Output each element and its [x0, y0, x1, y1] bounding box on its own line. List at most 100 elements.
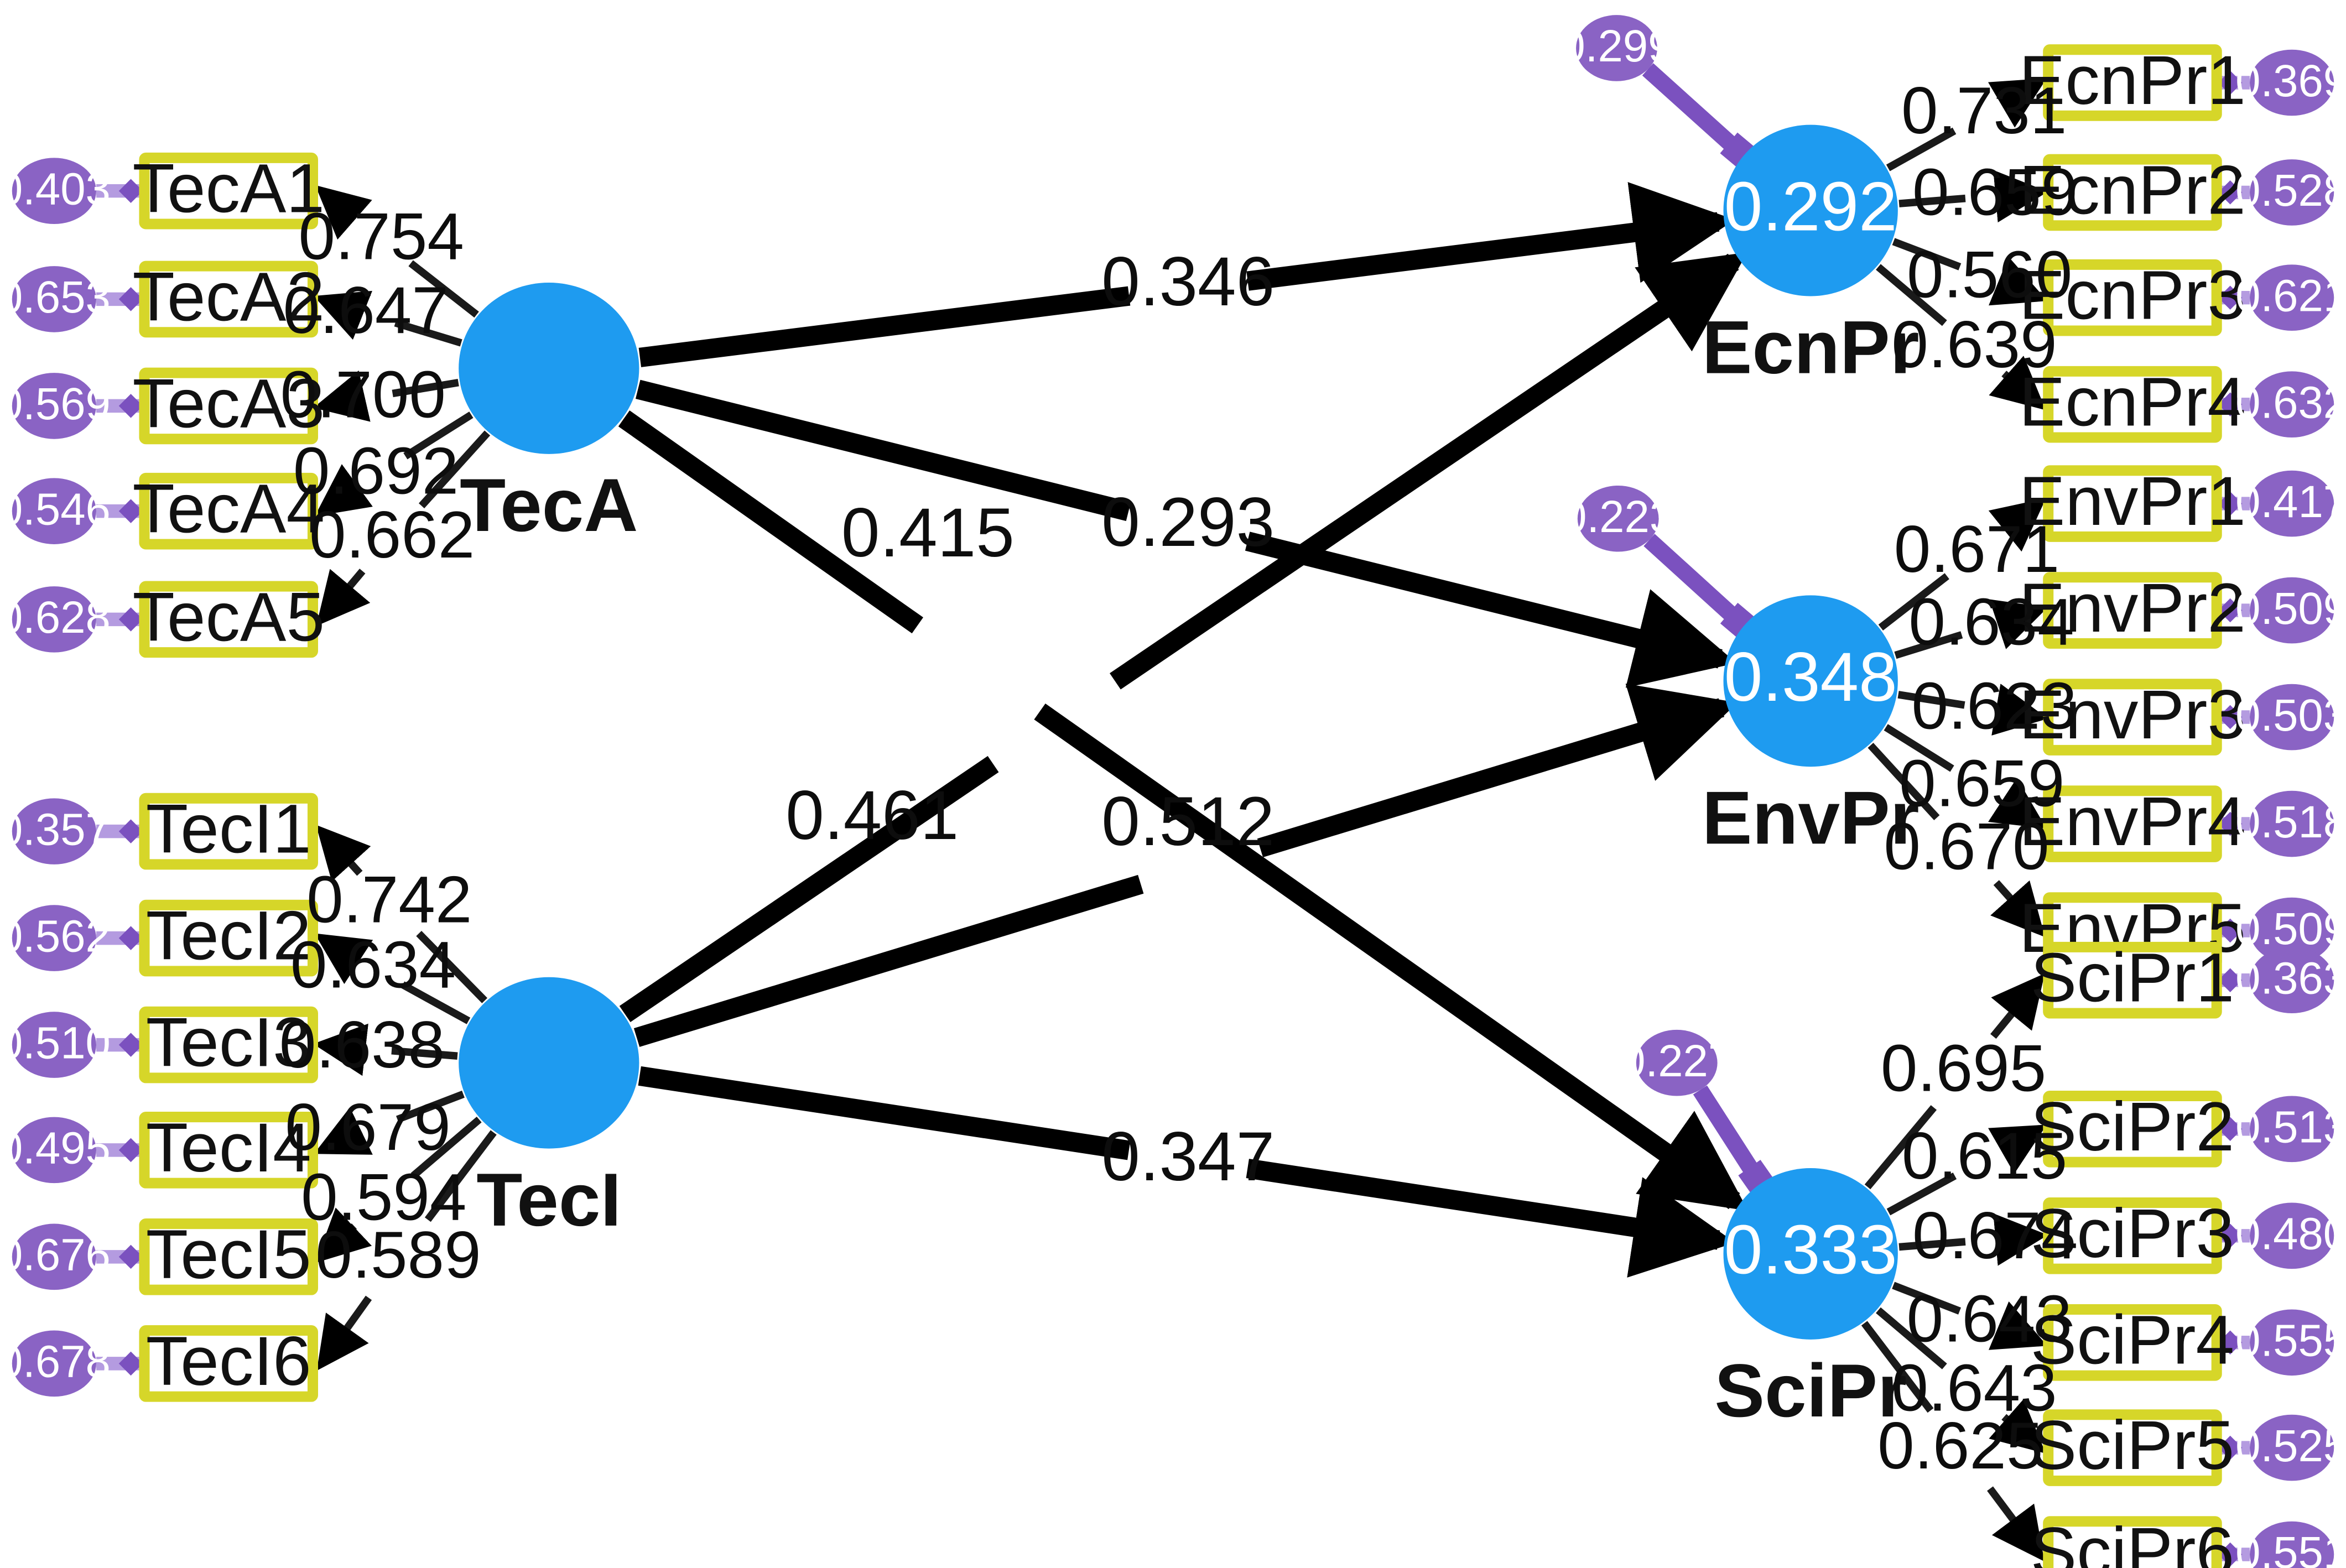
loading-arrow: [1886, 1172, 1957, 1216]
error-diamond-connector: [118, 926, 143, 950]
error-term-value: 0.569: [0, 379, 111, 429]
indicator-box: [139, 1112, 318, 1189]
latent-variable-circle: [459, 283, 639, 454]
error-diamond-connector: [2218, 811, 2243, 836]
error-diamond-connector: [2218, 1117, 2243, 1142]
latent-r-squared: 0.348: [1724, 639, 1897, 716]
latent-r-squared: 0.292: [1724, 168, 1897, 245]
error-term-value: 0.417: [2235, 477, 2346, 527]
loading-arrow: [1988, 1301, 2048, 1350]
error-term-circle: [2250, 470, 2334, 537]
loading-arrow: [1886, 127, 1957, 171]
structural-path-arrow: [638, 286, 1131, 367]
error-circles-layer: 0.4030.6530.5690.5460.6280.3570.5620.510…: [0, 49, 2346, 1568]
error-term-value: 0.678: [0, 1337, 111, 1387]
error-term-circle: [2250, 1202, 2334, 1269]
indicator-box: [139, 1218, 318, 1295]
indicator-label: TecI2: [146, 898, 311, 975]
loading-arrow: [1892, 238, 1962, 270]
error-term-circle: [2250, 1521, 2334, 1568]
loading-arrow: [1988, 1124, 2047, 1174]
indicator-label: TecA5: [132, 579, 325, 655]
structural-coefficient: 0.347: [1101, 1118, 1275, 1195]
loading-coefficient: 0.643: [1891, 1352, 2057, 1425]
loading-coefficient: 0.615: [1902, 1119, 2067, 1193]
structural-path-arrow: [633, 874, 1144, 1047]
error-diamond-connector: [2218, 968, 2243, 992]
loading-coefficient: 0.700: [280, 358, 446, 432]
error-diamond-connector: [2218, 918, 2243, 943]
error-diamond-connector: [2218, 180, 2243, 205]
loading-arrow: [314, 1107, 373, 1155]
disturbance-value: 0.299: [1560, 21, 1673, 71]
loading-coefficient: 0.639: [1891, 308, 2057, 382]
error-term-value: 0.562: [0, 911, 111, 961]
error-diamond-connector: [118, 1351, 143, 1376]
indicator-box: [2043, 1197, 2222, 1274]
loading-coefficient: 0.623: [1912, 670, 2077, 743]
error-term-value: 0.510: [0, 1018, 111, 1068]
coefficient-labels-layer: 0.7540.6470.7000.6920.6620.7420.6340.638…: [279, 74, 2078, 1483]
indicator-label: EnvPr1: [2019, 463, 2246, 540]
loading-arrow: [416, 930, 488, 1003]
error-term-value: 0.495: [0, 1123, 111, 1174]
error-diamond-connector: [118, 819, 143, 843]
error-term-circle: [2250, 371, 2334, 437]
loading-arrow: [1988, 78, 2047, 128]
error-diamond-connector: [118, 1033, 143, 1057]
indicator-box: [2043, 1409, 2222, 1486]
disturbance-value: 0.223: [1562, 492, 1674, 542]
indicator-label: EnvPr3: [2019, 676, 2246, 753]
error-term-circle: [12, 1012, 96, 1078]
indicator-label: SciPr1: [2031, 940, 2234, 1017]
loading-lines-layer: [313, 78, 2048, 1562]
error-diamond-connector: [2218, 705, 2243, 730]
error-diamond-connector: [118, 1244, 143, 1269]
loading-coefficient: 0.589: [315, 1218, 481, 1292]
error-term-circle: [12, 1117, 96, 1184]
loading-coefficient: 0.674: [1912, 1199, 2078, 1273]
indicator-label: EcnPr4: [2019, 364, 2246, 441]
indicator-box: [2043, 1090, 2222, 1168]
error-term-value: 0.628: [0, 592, 111, 643]
error-term-circle: [12, 266, 96, 332]
error-term-circle: [2250, 790, 2334, 857]
error-term-circle: [2250, 1309, 2334, 1376]
loading-coefficient: 0.638: [279, 1008, 445, 1082]
latent-variable-name: EcnPr: [1702, 305, 1920, 389]
error-term-value: 0.357: [0, 804, 111, 855]
loading-coefficient: 0.594: [301, 1161, 466, 1234]
error-term-value: 0.480: [2235, 1209, 2346, 1259]
error-term-value: 0.518: [2235, 797, 2346, 847]
loading-arrow: [1989, 257, 2048, 306]
loading-coefficient: 0.679: [285, 1091, 450, 1164]
loading-arrow: [314, 933, 373, 984]
error-term-circle: [12, 905, 96, 971]
indicator-label: TecA4: [132, 471, 325, 548]
error-diamond-connector: [2218, 70, 2243, 95]
error-term-value: 0.503: [2235, 690, 2346, 741]
disturbance-circle: [1636, 1029, 1718, 1096]
loading-arrow: [1876, 1307, 1947, 1369]
latent-variable-circle: [1723, 1168, 1898, 1340]
structural-path-arrow: [635, 379, 1131, 522]
error-diamond-connector: [118, 607, 143, 632]
loading-coefficient: 0.659: [1912, 156, 2078, 230]
loading-arrow: [1864, 1105, 1937, 1190]
loading-arrow: [1884, 724, 1954, 772]
disturbance-link: [1642, 63, 1745, 158]
error-diamond-connector: [118, 1138, 143, 1163]
indicator-box: [139, 261, 318, 338]
disturbance-link: [1643, 534, 1745, 628]
loading-arrow: [1990, 973, 2045, 1039]
indicator-box: [139, 899, 318, 977]
loading-coefficient: 0.625: [1877, 1409, 2043, 1483]
structural-path-arrow: [1034, 703, 1749, 1211]
error-term-circle: [12, 1330, 96, 1397]
latent-variable-name: TecA: [460, 463, 638, 547]
error-term-value: 0.551: [2235, 1528, 2346, 1568]
structural-coefficient: 0.512: [1101, 783, 1275, 860]
structural-path-arrow: [638, 1066, 1131, 1160]
structural-path-arrow: [1245, 532, 1737, 688]
